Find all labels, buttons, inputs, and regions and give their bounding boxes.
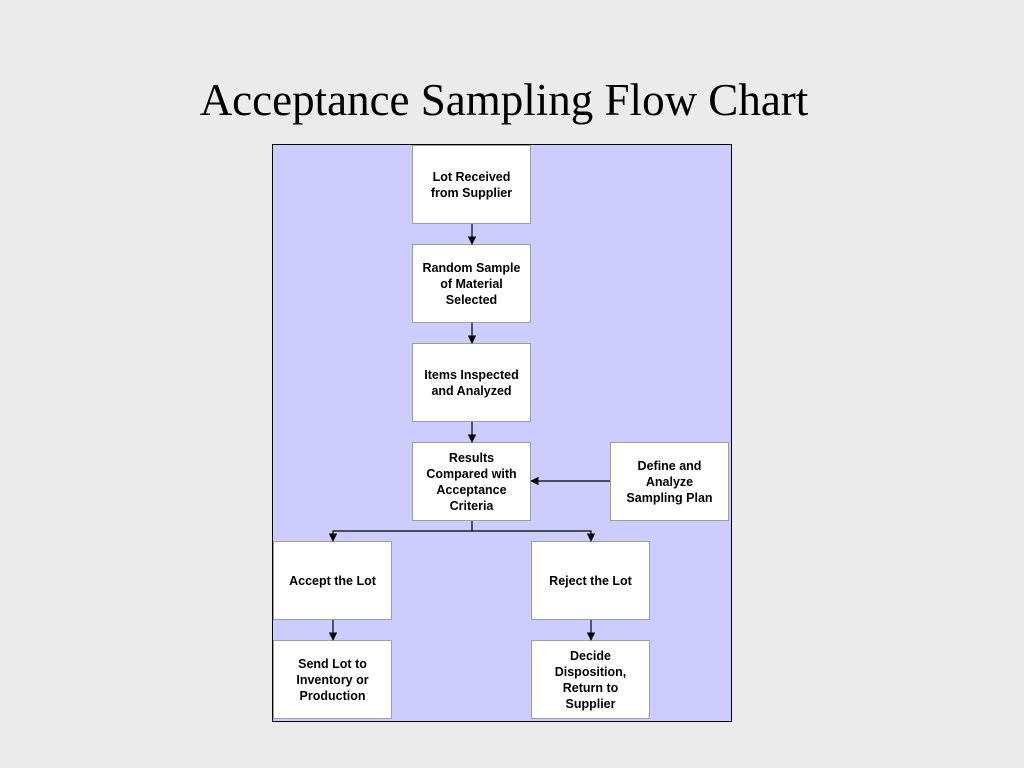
node-send-lot: Send Lot to Inventory or Production: [273, 640, 392, 719]
page-title: Acceptance Sampling Flow Chart: [199, 75, 809, 125]
node-accept-lot-label: Accept the Lot: [289, 573, 376, 588]
node-results-compared-label: Results Compared with Acceptance Criteri…: [426, 450, 517, 513]
node-decide-disposition-label: Decide Disposition, Return to Supplier: [554, 648, 627, 711]
node-results-compared: Results Compared with Acceptance Criteri…: [412, 442, 531, 521]
node-random-sample-label: Random Sample of Material Selected: [422, 260, 521, 307]
node-send-lot-label: Send Lot to Inventory or Production: [296, 656, 369, 703]
node-items-inspected: Items Inspected and Analyzed: [412, 343, 531, 422]
node-define-plan: Define and Analyze Sampling Plan: [610, 442, 729, 521]
flowchart-panel: [272, 144, 732, 722]
node-decide-disposition: Decide Disposition, Return to Supplier: [531, 640, 650, 719]
node-define-plan-label: Define and Analyze Sampling Plan: [626, 458, 713, 505]
node-lot-received: Lot Received from Supplier: [412, 145, 531, 224]
node-reject-lot-label: Reject the Lot: [549, 573, 632, 588]
node-random-sample: Random Sample of Material Selected: [412, 244, 531, 323]
node-reject-lot: Reject the Lot: [531, 541, 650, 620]
node-accept-lot: Accept the Lot: [273, 541, 392, 620]
node-lot-received-label: Lot Received from Supplier: [430, 169, 513, 200]
node-items-inspected-label: Items Inspected and Analyzed: [424, 367, 519, 398]
